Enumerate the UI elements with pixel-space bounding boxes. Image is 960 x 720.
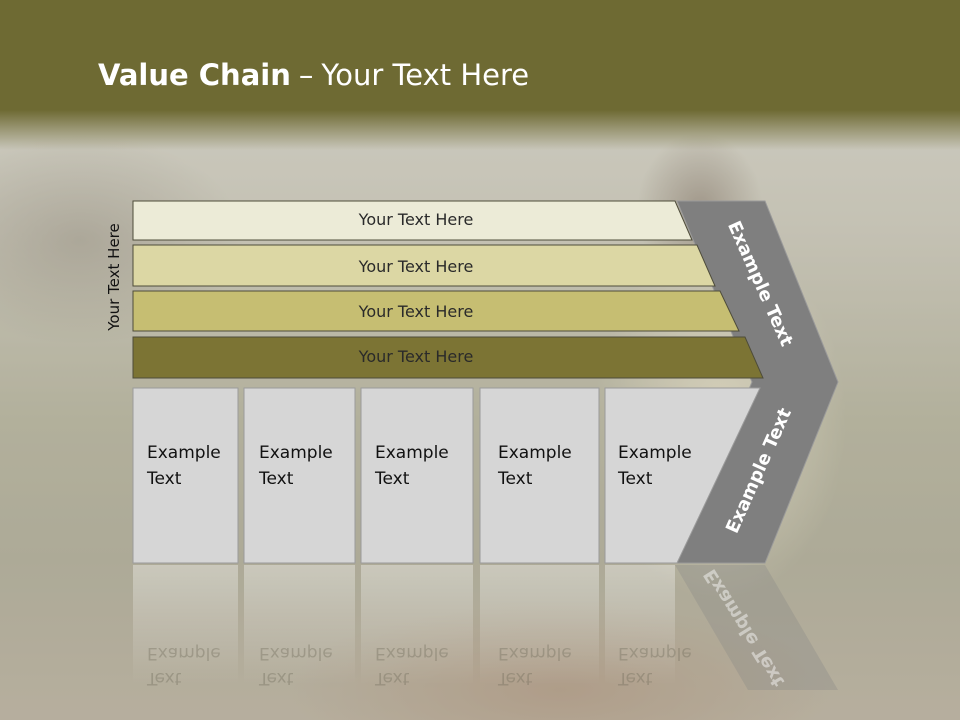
title-rest: Your Text Here [321,58,530,92]
cell-3 [360,387,474,564]
chevron-reflection [675,565,838,690]
bar-1-label: Your Text Here [358,210,474,229]
cell-1 [132,387,239,564]
cell-3-line2: Text [374,469,410,489]
cell-1-line2: Text [146,469,182,489]
cell-5-line1: Example [618,443,692,463]
cell-reflection-text: Example [498,643,572,663]
bar-2-label: Your Text Here [358,257,474,276]
cell-reflection-text: Example [259,643,333,663]
cell-reflection-text: Text [617,668,653,688]
cell-reflection-text: Example [618,643,692,663]
cell-reflection-text: Text [258,668,294,688]
cell-reflection-text: Example [147,643,221,663]
bar-4-label: Your Text Here [358,347,474,366]
cell-2-line1: Example [259,443,333,463]
title-bold: Value Chain [98,58,291,92]
cell-3-line1: Example [375,443,449,463]
cell-reflection [133,565,238,685]
bar-4 [132,336,764,379]
cell-reflection-text: Text [374,668,410,688]
cell-1-line1: Example [147,443,221,463]
title-separator: – [298,58,314,92]
cell-reflection-text: Example [375,643,449,663]
cell-reflection-text: Text [146,668,182,688]
bar-1 [132,200,693,241]
cell-reflection [605,565,675,685]
cell-2-line2: Text [258,469,294,489]
cell-2 [243,387,356,564]
cell-reflection [244,565,355,685]
cell-reflection [361,565,473,685]
reflection-group: Example Text Example Text Example Text E… [133,565,838,691]
bar-3 [132,290,740,332]
cell-4 [479,387,600,564]
cell-4-line2: Text [497,469,533,489]
cell-reflection-text: Text [497,668,533,688]
bar-3-label: Your Text Here [358,302,474,321]
cell-5-line2: Text [617,469,653,489]
slide-title: Value Chain–Your Text Here [98,52,529,98]
cell-5 [604,387,761,564]
bar-2 [132,244,716,287]
title-banner [0,0,960,150]
cell-reflection [480,565,599,685]
cell-4-line1: Example [498,443,572,463]
